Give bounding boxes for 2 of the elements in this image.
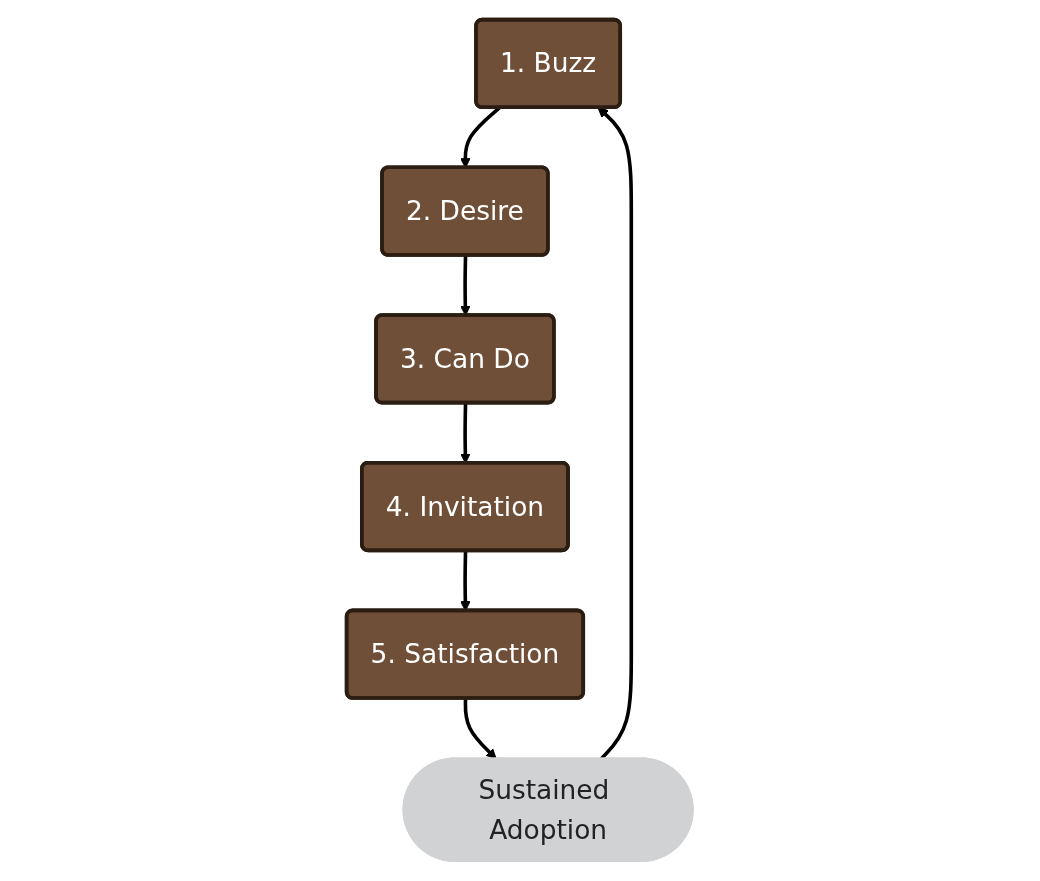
arrow [463,698,497,760]
arrow [597,107,634,760]
